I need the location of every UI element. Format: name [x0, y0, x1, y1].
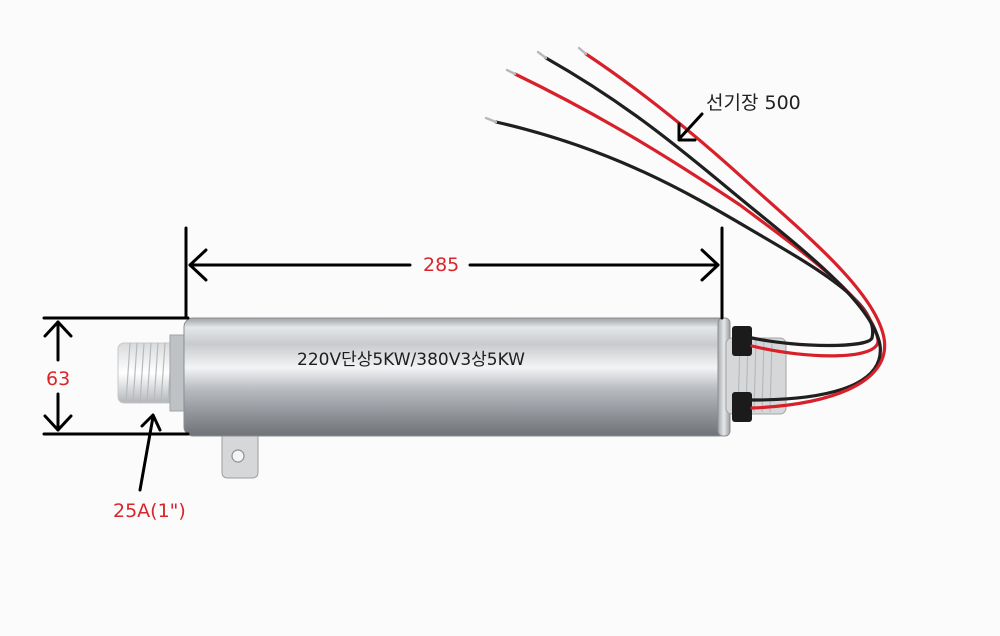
length-dimension	[184, 226, 724, 320]
diameter-label: 63	[46, 368, 71, 390]
thread-pointer-arrow	[138, 413, 162, 492]
wire-pointer-arrow	[677, 112, 704, 142]
diameter-dimension	[42, 316, 190, 436]
spec-label: 220V단상5KW/380V3상5KW	[297, 350, 525, 370]
lead-wires	[484, 46, 887, 410]
length-label: 285	[423, 254, 460, 276]
wire-length-label: 선기장 500	[706, 92, 801, 114]
heater-body	[183, 317, 731, 437]
mounting-bracket	[221, 431, 259, 479]
thread-fitting	[117, 334, 191, 412]
thread-size-label: 25A(1")	[113, 500, 186, 522]
